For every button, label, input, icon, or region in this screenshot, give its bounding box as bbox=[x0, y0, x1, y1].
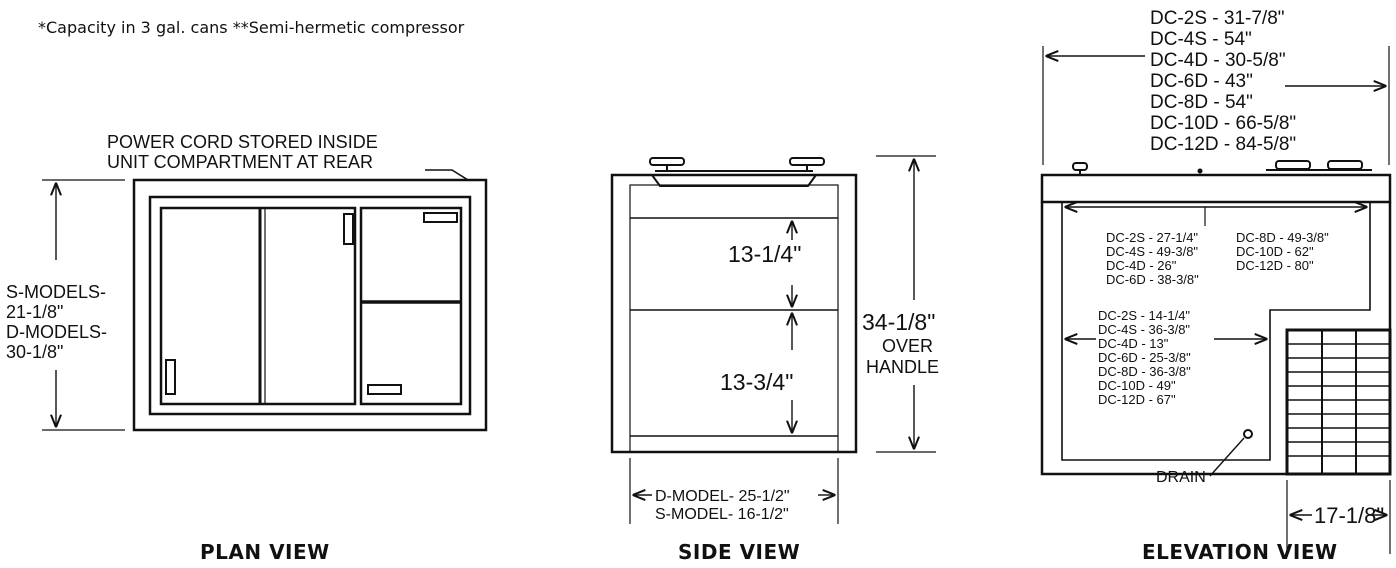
side-labels: 13-1/4" 13-3/4" 34-1/8" OVER HANDLE D-MO… bbox=[655, 241, 939, 523]
cord-note-line-2: UNIT COMPARTMENT AT REAR bbox=[107, 152, 373, 172]
plan-left-lid bbox=[159, 206, 357, 406]
side-width-s-model: S-MODEL- 16-1/2" bbox=[655, 506, 789, 523]
plan-depth-label-1: S-MODELS- bbox=[6, 282, 106, 302]
lower-width-3: DC-6D - 25-3/8" bbox=[1098, 350, 1191, 365]
drain-icon bbox=[1243, 429, 1253, 439]
side-view bbox=[610, 155, 936, 524]
interior-width-b-2: DC-12D - 80" bbox=[1236, 258, 1314, 273]
overall-width-5: DC-10D - 66-5/8" bbox=[1150, 113, 1296, 134]
plan-depth-label-4: 30-1/8" bbox=[6, 342, 63, 362]
side-outer-cabinet bbox=[610, 173, 858, 454]
plan-labels: POWER CORD STORED INSIDE UNIT COMPARTMEN… bbox=[6, 132, 378, 362]
elevation-inner-outline bbox=[1061, 202, 1371, 461]
lower-width-2: DC-4D - 13" bbox=[1098, 336, 1169, 351]
overall-width-4: DC-8D - 54" bbox=[1150, 92, 1253, 113]
elevation-cabinet bbox=[1040, 202, 1392, 476]
plan-depth-label-3: D-MODELS- bbox=[6, 322, 107, 342]
interior-width-a-2: DC-4D - 26" bbox=[1106, 258, 1177, 273]
plan-view bbox=[42, 169, 488, 432]
plan-depth-label-2: 21-1/8" bbox=[6, 302, 63, 322]
lower-width-0: DC-2S - 14-1/4" bbox=[1098, 308, 1190, 323]
lower-width-4: DC-8D - 36-3/8" bbox=[1098, 364, 1191, 379]
footnote: *Capacity in 3 gal. cans **Semi-hermetic… bbox=[38, 18, 465, 37]
side-width-d-model: D-MODEL- 25-1/2" bbox=[655, 488, 790, 505]
drain-leader bbox=[1209, 437, 1245, 477]
compressor-width-label: 17-1/8" bbox=[1314, 503, 1384, 528]
side-upper-dim: 13-1/4" bbox=[728, 241, 801, 267]
interior-width-a-1: DC-4S - 49-3/8" bbox=[1106, 244, 1198, 259]
side-lower-dim: 13-3/4" bbox=[720, 369, 793, 395]
elevation-view bbox=[1040, 46, 1392, 554]
side-height-dim: 34-1/8" bbox=[862, 309, 935, 335]
overall-width-3: DC-6D - 43" bbox=[1150, 71, 1253, 92]
cord-leader bbox=[425, 169, 469, 181]
lower-width-1: DC-4S - 36-3/8" bbox=[1098, 322, 1190, 337]
overall-width-0: DC-2S - 31-7/8" bbox=[1150, 8, 1285, 29]
cord-note-line-1: POWER CORD STORED INSIDE bbox=[107, 132, 378, 152]
interior-width-b-1: DC-10D - 62" bbox=[1236, 244, 1314, 259]
plan-view-title: PLAN VIEW bbox=[200, 540, 330, 564]
side-view-title: SIDE VIEW bbox=[678, 540, 801, 564]
plan-lid-handle-upper bbox=[343, 213, 354, 245]
side-handle-right bbox=[789, 157, 825, 166]
interior-width-b-0: DC-8D - 49-3/8" bbox=[1236, 230, 1329, 245]
overall-width-2: DC-4D - 30-5/8" bbox=[1150, 50, 1286, 71]
overall-width-1: DC-4S - 54" bbox=[1150, 29, 1252, 50]
side-inner-wall bbox=[629, 184, 839, 453]
interior-width-a-3: DC-6D - 38-3/8" bbox=[1106, 272, 1199, 287]
side-height-over: OVER bbox=[882, 336, 933, 356]
lower-width-6: DC-12D - 67" bbox=[1098, 392, 1176, 407]
side-lid bbox=[651, 174, 817, 187]
elevation-handle-3 bbox=[1327, 160, 1363, 170]
lower-width-5: DC-10D - 49" bbox=[1098, 378, 1176, 393]
interior-width-a-0: DC-2S - 27-1/4" bbox=[1106, 230, 1198, 245]
plan-lid-handle-lower bbox=[165, 359, 176, 395]
plan-inner-top bbox=[148, 195, 472, 416]
elevation-top-rail bbox=[1040, 173, 1392, 204]
overall-width-6: DC-12D - 84-5/8" bbox=[1150, 134, 1296, 155]
elevation-handle-2 bbox=[1275, 160, 1311, 170]
side-handle-left bbox=[649, 157, 685, 166]
elevation-labels: DC-2S - 31-7/8" DC-4S - 54" DC-4D - 30-5… bbox=[1098, 8, 1384, 528]
plan-right-lids bbox=[359, 206, 463, 406]
elevation-view-title: ELEVATION VIEW bbox=[1142, 540, 1338, 564]
drain-label: DRAIN bbox=[1156, 469, 1206, 486]
compressor-grille bbox=[1285, 328, 1392, 476]
plan-right-handle-upper bbox=[423, 212, 458, 223]
plan-outer-cabinet bbox=[132, 178, 488, 432]
side-height-handle: HANDLE bbox=[866, 357, 939, 377]
plan-right-handle-lower bbox=[367, 384, 402, 395]
elevation-handle-1 bbox=[1072, 162, 1088, 171]
